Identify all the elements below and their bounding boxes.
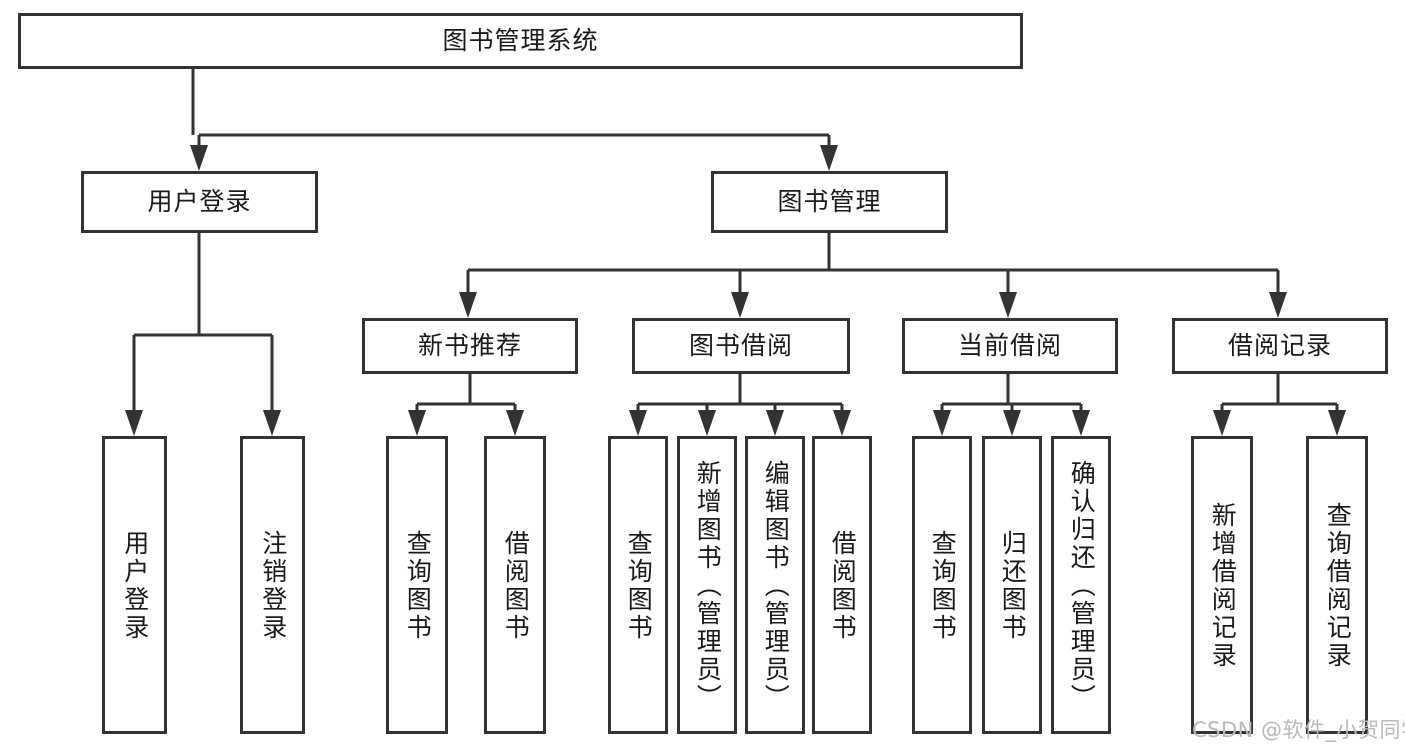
node-label: 用户登录: [147, 187, 252, 217]
group-book-borrow-branch-0-arrowhead: [629, 410, 647, 436]
leaf-leaf-add-book-admin[interactable]: 新增图书（管理员）: [677, 436, 737, 734]
leaf-inner: 用户登录: [105, 441, 164, 731]
group-user-login-branch-0-arrowhead: [125, 410, 143, 436]
node-label: 用户登录: [120, 530, 150, 642]
node-label: 图书借阅: [688, 331, 793, 361]
leaf-inner: 借阅图书: [815, 441, 869, 731]
node-label: 新书推荐: [417, 331, 522, 361]
leaf-inner: 确认归还（管理员）: [1054, 441, 1108, 731]
leaf-inner: 借阅图书: [487, 441, 543, 731]
group-current-borrow-branch-2-arrowhead: [1072, 410, 1090, 436]
node-label: 确认归还（管理员）: [1067, 460, 1097, 712]
watermark-text: CSDN @软件_小贺同学: [1192, 718, 1405, 742]
mgmt-branch-3-arrowhead: [1269, 292, 1287, 318]
leaf-leaf-query-book-borrow[interactable]: 查询图书: [608, 436, 668, 734]
leaf-inner: 归还图书: [985, 441, 1039, 731]
leaf-inner: 新增借阅记录: [1194, 441, 1250, 731]
group-new-book-recommend-branch-0-arrowhead: [408, 410, 426, 436]
node-user-login[interactable]: 用户登录: [81, 171, 318, 233]
node-label: 归还图书: [998, 530, 1028, 642]
node-book-borrow[interactable]: 图书借阅: [632, 318, 850, 374]
leaf-inner: 新增图书（管理员）: [680, 441, 734, 731]
node-label: 查询图书: [624, 530, 654, 642]
node-book-management[interactable]: 图书管理: [711, 171, 948, 233]
node-label: 借阅记录: [1227, 331, 1332, 361]
leaf-leaf-edit-book-admin[interactable]: 编辑图书（管理员）: [745, 436, 805, 734]
leaf-inner: 查询图书: [915, 441, 969, 731]
group-new-book-recommend-branch-1-arrowhead: [506, 410, 524, 436]
leaf-leaf-query-book-current[interactable]: 查询图书: [912, 436, 972, 734]
node-label: 借阅图书: [828, 530, 858, 642]
leaf-leaf-return-book[interactable]: 归还图书: [982, 436, 1042, 734]
leaf-leaf-borrow-book[interactable]: 借阅图书: [812, 436, 872, 734]
leaf-inner: 查询图书: [611, 441, 665, 731]
leaf-inner: 查询借阅记录: [1309, 441, 1365, 731]
leaf-leaf-confirm-return-admin[interactable]: 确认归还（管理员）: [1051, 436, 1111, 734]
node-label: 查询借阅记录: [1323, 502, 1353, 670]
mgmt-branch-1-arrowhead: [731, 292, 749, 318]
node-label: 图书管理: [777, 187, 882, 217]
group-book-borrow-branch-2-arrowhead: [766, 410, 784, 436]
root-branch-1-arrowhead: [820, 145, 838, 171]
node-label: 图书管理系统: [442, 26, 599, 56]
node-label: 新增借阅记录: [1208, 502, 1238, 670]
node-label: 新增图书（管理员）: [693, 460, 723, 712]
leaf-leaf-user-login[interactable]: 用户登录: [102, 436, 167, 734]
leaf-inner: 编辑图书（管理员）: [748, 441, 802, 731]
group-user-login-branch-1-arrowhead: [263, 410, 281, 436]
node-root[interactable]: 图书管理系统: [18, 13, 1023, 69]
leaf-leaf-add-borrow-record[interactable]: 新增借阅记录: [1191, 436, 1253, 734]
leaf-leaf-query-borrow-record[interactable]: 查询借阅记录: [1306, 436, 1368, 734]
group-borrow-record-branch-0-arrowhead: [1213, 410, 1231, 436]
mgmt-branch-2-arrowhead: [999, 292, 1017, 318]
node-label: 当前借阅: [957, 331, 1062, 361]
root-branch-0-arrowhead: [190, 145, 208, 171]
node-label: 查询图书: [403, 530, 433, 642]
node-label: 注销登录: [258, 530, 288, 642]
group-book-borrow-branch-1-arrowhead: [698, 410, 716, 436]
group-current-borrow-branch-1-arrowhead: [1003, 410, 1021, 436]
node-borrow-record[interactable]: 借阅记录: [1172, 318, 1388, 374]
node-new-book-recommend[interactable]: 新书推荐: [362, 318, 578, 374]
leaf-leaf-borrow-book-recommend[interactable]: 借阅图书: [484, 436, 546, 734]
group-current-borrow-branch-0-arrowhead: [933, 410, 951, 436]
node-label: 查询图书: [928, 530, 958, 642]
leaf-inner: 查询图书: [389, 441, 445, 731]
leaf-leaf-logout[interactable]: 注销登录: [240, 436, 305, 734]
node-label: 编辑图书（管理员）: [761, 460, 791, 712]
leaf-leaf-query-book-recommend[interactable]: 查询图书: [386, 436, 448, 734]
group-book-borrow-branch-3-arrowhead: [833, 410, 851, 436]
group-borrow-record-branch-1-arrowhead: [1328, 410, 1346, 436]
node-label: 借阅图书: [501, 530, 531, 642]
node-current-borrow[interactable]: 当前借阅: [902, 318, 1118, 374]
leaf-inner: 注销登录: [243, 441, 302, 731]
mgmt-branch-0-arrowhead: [459, 292, 477, 318]
